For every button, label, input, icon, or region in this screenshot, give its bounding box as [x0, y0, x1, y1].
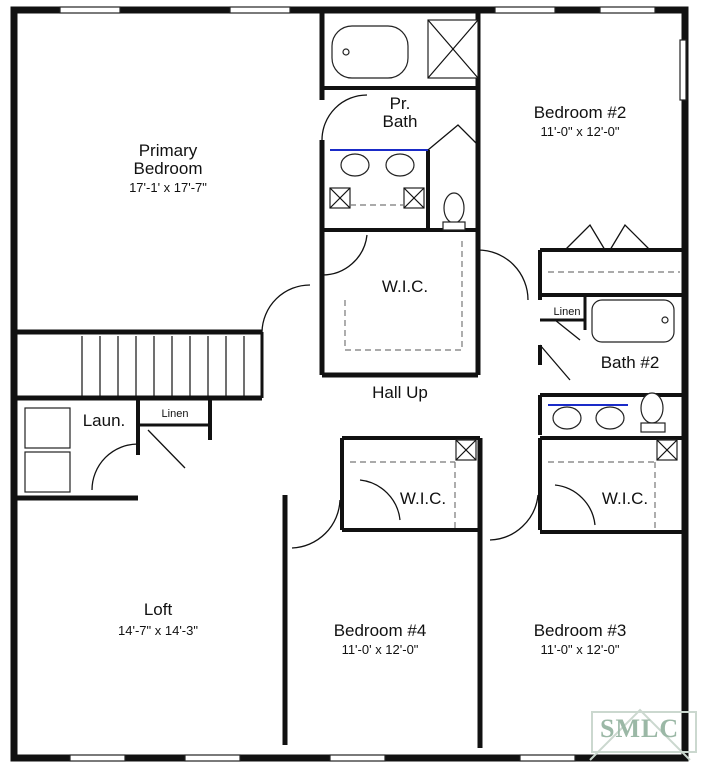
- interior-walls: [14, 12, 685, 748]
- bedroom4-dims: 11'-0' x 12'-0": [341, 642, 419, 657]
- wic-primary-label: W.I.C.: [381, 277, 429, 296]
- wic-bed3-label: W.I.C.: [601, 489, 649, 508]
- wic-bed3-shelves: [489, 439, 678, 541]
- bedroom4-name: Bedroom #4: [333, 621, 427, 640]
- wic-bed4-label: W.I.C.: [399, 489, 447, 508]
- logo-watermark: [589, 708, 697, 761]
- bedroom2-closet: [477, 223, 680, 301]
- bath2-label: Bath #2: [600, 353, 660, 372]
- bath2-fixtures: [539, 299, 675, 433]
- laundry-appliances: [24, 407, 186, 493]
- pr-bath-label: Pr. Bath: [370, 95, 430, 131]
- hall-up-label: Hall Up: [372, 383, 428, 402]
- bedroom3-name: Bedroom #3: [533, 621, 627, 640]
- bedroom2-dims: 11'-0" x 12'-0": [540, 124, 620, 139]
- stair-treads: [81, 336, 245, 396]
- wic-primary-shelves: [261, 234, 463, 351]
- windows: [59, 6, 687, 762]
- linen-laundry-label: Linen: [161, 408, 189, 420]
- linen-bath2-label: Linen: [553, 306, 581, 318]
- bedroom2-name: Bedroom #2: [533, 103, 627, 122]
- bedroom3-dims: 11'-0" x 12'-0": [540, 642, 620, 657]
- logo-text: SMLC: [600, 714, 680, 743]
- pr-bath-name-2: Bath: [382, 112, 418, 131]
- laundry-label: Laun.: [82, 411, 126, 430]
- wic-bed4-shelves: [291, 439, 477, 549]
- primary-bedroom-name-1: Primary: [138, 141, 198, 160]
- loft-dims: 14'-7" x 14'-3": [118, 623, 198, 638]
- pr-bath-fixtures: [321, 19, 479, 231]
- primary-bedroom-label: Primary Bedroom: [118, 142, 218, 178]
- primary-bedroom-dims: 17'-1' x 17'-7": [129, 180, 207, 195]
- pr-bath-name-1: Pr.: [389, 94, 411, 113]
- primary-bedroom-name-2: Bedroom: [133, 159, 203, 178]
- loft-name: Loft: [143, 600, 173, 619]
